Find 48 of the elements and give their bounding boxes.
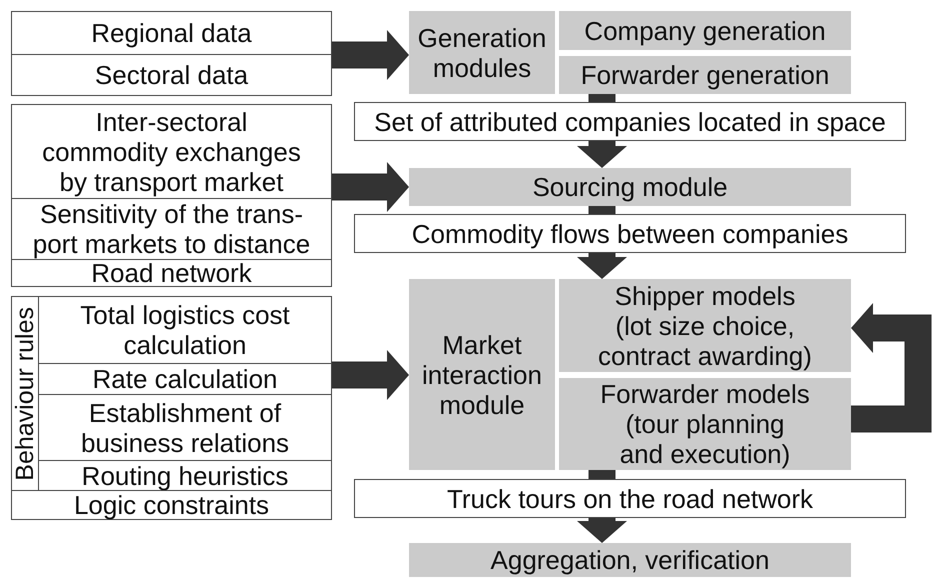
- node-heading: Shipper models: [614, 280, 796, 310]
- side-heading: [12, 297, 39, 490]
- node-label: Commodity flows between companies: [412, 218, 848, 248]
- input-panel: [11, 296, 332, 520]
- node-label: Sectoral data: [94, 60, 248, 90]
- input-panel: [11, 104, 332, 287]
- module-box: [559, 11, 851, 50]
- module-box: [409, 168, 851, 206]
- node-label: Logic constraints: [74, 490, 270, 520]
- module-box: [559, 279, 851, 372]
- node-label: Routing heuristics: [82, 460, 288, 490]
- module-box: [559, 56, 851, 94]
- block-arrow: [332, 30, 409, 80]
- result-box: [354, 479, 906, 518]
- node-heading: Forwarder models: [600, 379, 810, 409]
- block-arrow: [577, 518, 627, 543]
- node-label: (tour planning and execution): [618, 409, 792, 469]
- block-arrow: [332, 350, 409, 400]
- node-label: Sensitivity of the trans- port markets to distance: [32, 199, 312, 259]
- module-box: [409, 11, 555, 94]
- node-label: Behaviour rules: [10, 306, 40, 480]
- result-box: [354, 102, 906, 141]
- node-label: Total logistics cost calculation: [79, 300, 291, 360]
- input-item: [39, 460, 331, 490]
- node-label: Sourcing module: [532, 172, 728, 202]
- block-arrow: [332, 162, 409, 212]
- result-box: [354, 214, 906, 253]
- block-arrow: [851, 303, 932, 432]
- module-box: [409, 543, 851, 577]
- module-box: [409, 279, 555, 470]
- module-box: [559, 378, 851, 470]
- node-label: (lot size choice, contract awarding): [597, 310, 813, 370]
- node-label: Forwarder generation: [580, 60, 830, 90]
- node-label: Truck tours on the road network: [446, 484, 814, 514]
- node-label: Market interaction module: [421, 330, 543, 420]
- input-item: [12, 490, 331, 519]
- node-label: Rate calculation: [92, 364, 278, 394]
- block-arrow: [577, 141, 627, 168]
- node-label: Company generation: [584, 16, 826, 46]
- node-label: Establishment of business relations: [80, 398, 290, 458]
- node-label: Aggregation, verification: [490, 545, 770, 575]
- input-panel: [11, 11, 332, 96]
- node-label: Inter-sectoral commodity exchanges by transport market: [41, 106, 302, 196]
- node-label: Road network: [91, 258, 252, 288]
- node-label: Regional data: [91, 18, 252, 48]
- node-label: Set of attributed companies located in space: [374, 106, 886, 136]
- block-arrow: [577, 253, 627, 279]
- node-label: Generation modules: [416, 22, 548, 82]
